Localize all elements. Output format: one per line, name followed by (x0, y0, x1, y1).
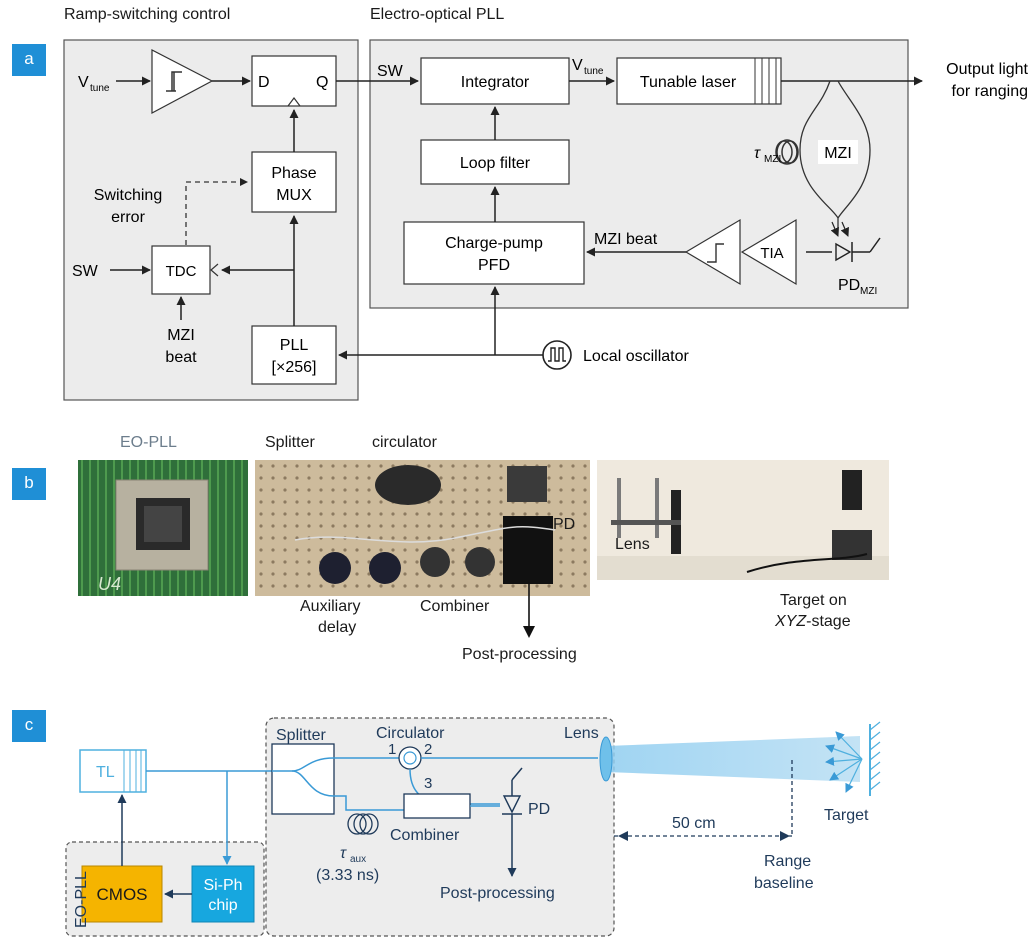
svg-text:Post-processing: Post-processing (440, 885, 555, 902)
svg-text:MZI: MZI (824, 145, 852, 162)
svg-text:V: V (78, 74, 89, 91)
comparator (151, 49, 214, 114)
svg-text:Loop filter: Loop filter (460, 155, 531, 172)
optics-box (265, 717, 615, 937)
svg-text:chip: chip (208, 897, 237, 914)
svg-text:SW: SW (72, 263, 99, 280)
stage-text: -stage (806, 613, 851, 630)
xyz-text: XYZ (775, 613, 807, 630)
photodiode-icon (835, 242, 852, 262)
svg-text:MZI: MZI (167, 327, 195, 344)
pd-photo-label: PD (553, 516, 576, 533)
svg-text:MUX: MUX (276, 187, 312, 204)
panel-a-diagram: V tune D Q Phase MUX Switching error SW … (63, 39, 1029, 401)
svg-text:PFD: PFD (478, 257, 510, 274)
svg-text:V: V (572, 57, 583, 74)
svg-text:Range: Range (764, 853, 811, 870)
loop-filter-block (420, 139, 570, 185)
aux-delay-label-2: delay (318, 619, 357, 636)
svg-text:MZI: MZI (860, 286, 877, 297)
svg-text:SW: SW (377, 63, 404, 80)
eo-pll-chip-photo: U4 (78, 460, 248, 596)
panel-c-tag: c (12, 710, 46, 742)
si-ph-chip (191, 865, 255, 923)
splitter-box (271, 743, 335, 815)
tdc-block (151, 245, 211, 295)
lens-icon (599, 736, 613, 782)
svg-text:Phase: Phase (271, 165, 316, 182)
svg-text:Target: Target (824, 807, 869, 824)
svg-text:tune: tune (584, 66, 604, 77)
svg-text:tune: tune (90, 83, 110, 94)
svg-text:MZI beat: MZI beat (594, 231, 658, 248)
svg-text:CMOS: CMOS (97, 885, 148, 904)
svg-text:Lens: Lens (564, 725, 599, 742)
svg-text:TDC: TDC (166, 263, 197, 280)
svg-text:Local oscillator: Local oscillator (583, 348, 690, 365)
svg-text:PLL: PLL (280, 337, 309, 354)
combiner-photo-label: Combiner (420, 598, 490, 615)
svg-text:2: 2 (424, 741, 432, 758)
chip-mark: U4 (98, 574, 121, 594)
svg-text:aux: aux (350, 854, 366, 865)
svg-text:Splitter: Splitter (276, 727, 326, 744)
local-oscillator-icon (542, 340, 572, 370)
svg-text:Output light: Output light (946, 61, 1028, 78)
limiting-amp (684, 218, 741, 286)
panel-b-tag: b (12, 468, 46, 500)
combiner-box (403, 793, 471, 819)
svg-text:Integrator: Integrator (461, 74, 530, 91)
pll-multiplier-block (251, 325, 337, 385)
target-photo-label-2: XYZ-stage (775, 613, 851, 631)
svg-text:(3.33 ns): (3.33 ns) (316, 867, 379, 884)
svg-text:baseline: baseline (754, 875, 814, 892)
svg-text:Tunable laser: Tunable laser (640, 74, 737, 91)
tia-amp (740, 218, 797, 286)
hysteresis-icon (166, 71, 182, 92)
svg-text:Switching: Switching (94, 187, 162, 204)
panel-a-tag: a (12, 44, 46, 76)
svg-text:τ: τ (754, 145, 761, 162)
charge-pump-pfd-block (403, 221, 585, 285)
panel-c-diagram: TL Splitter Circulator Lens 1 2 3 Combin… (65, 717, 881, 937)
circulator-icon (398, 746, 422, 770)
svg-text:τ: τ (340, 845, 347, 862)
eo-pll-title: Electro-optical PLL (370, 6, 505, 23)
svg-text:MZI: MZI (764, 154, 781, 165)
integrator-block (420, 57, 570, 105)
svg-text:[×256]: [×256] (272, 359, 317, 376)
svg-text:TL: TL (96, 764, 115, 781)
post-processing-arrow-b (523, 582, 535, 638)
svg-text:50 cm: 50 cm (672, 815, 716, 832)
circulator-photo-label: circulator (372, 434, 437, 451)
optics-breadboard-photo (255, 460, 590, 596)
splitter-photo-label: Splitter (265, 434, 315, 451)
svg-text:TIA: TIA (760, 245, 783, 262)
svg-text:3: 3 (424, 775, 432, 792)
svg-text:PD: PD (838, 277, 860, 294)
svg-text:D: D (258, 74, 270, 91)
svg-text:Circulator: Circulator (376, 725, 445, 742)
svg-text:PD: PD (528, 801, 550, 818)
aux-delay-label-1: Auxiliary (300, 598, 361, 615)
post-processing-label-b: Post-processing (462, 646, 577, 663)
tunable-laser-tl (79, 749, 147, 793)
mzi-fiber (799, 80, 871, 228)
svg-text:Charge-pump: Charge-pump (445, 235, 543, 252)
svg-text:for ranging: for ranging (952, 83, 1029, 100)
beam (606, 736, 860, 782)
svg-text:1: 1 (388, 741, 396, 758)
svg-text:beat: beat (165, 349, 197, 366)
ramp-switching-title: Ramp-switching control (64, 6, 231, 23)
svg-text:EO-PLL: EO-PLL (73, 871, 90, 928)
svg-text:Combiner: Combiner (390, 827, 460, 844)
svg-text:error: error (111, 209, 145, 226)
lens-target-photo (597, 460, 889, 580)
tunable-laser-block (616, 57, 782, 105)
svg-text:Q: Q (316, 74, 328, 91)
svg-text:Si-Ph: Si-Ph (203, 877, 242, 894)
lens-photo-label: Lens (615, 536, 650, 553)
eo-pll-photo-label: EO-PLL (120, 434, 177, 451)
target-photo-label-1: Target on (780, 592, 847, 609)
